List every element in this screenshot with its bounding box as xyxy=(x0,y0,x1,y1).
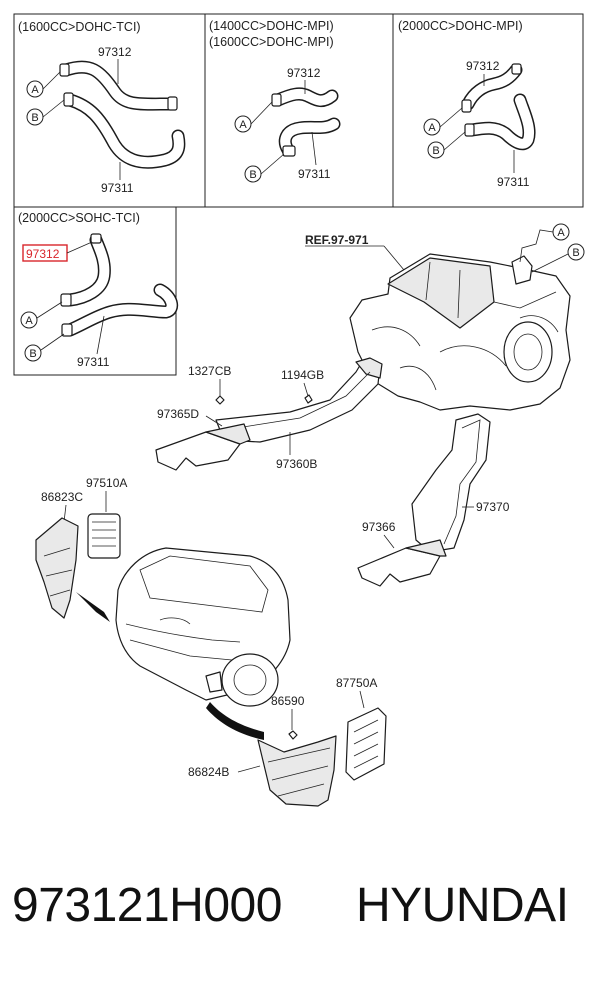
marker-b: B xyxy=(29,348,36,360)
label-1327cb: 1327CB xyxy=(188,364,231,378)
mud-guard-86824b[interactable] xyxy=(257,735,337,807)
marker-b: B xyxy=(249,169,256,181)
marker-b: B xyxy=(572,247,579,259)
hose-set-1600-tci[interactable] xyxy=(59,60,186,169)
part-number: 973121H000 xyxy=(12,879,282,932)
marker-a: A xyxy=(557,227,565,239)
rear-duct-97360b[interactable] xyxy=(215,357,383,443)
callout-97312-mpi: 97312 xyxy=(287,66,321,80)
marker-b: B xyxy=(432,145,439,157)
callout-97311-mpi: 97311 xyxy=(298,167,331,181)
callout-97312: 97312 xyxy=(98,45,132,59)
callout-97311-2000: 97311 xyxy=(497,175,530,189)
marker-a: A xyxy=(239,119,247,131)
engine-variant-panels xyxy=(13,13,584,376)
vent-87750a[interactable] xyxy=(345,707,387,781)
vehicle-illustration xyxy=(115,547,291,707)
marker-a: A xyxy=(428,122,436,134)
marker-a: A xyxy=(25,315,33,327)
callout-97312-highlighted[interactable]: 97312 xyxy=(26,247,60,261)
marker-a: A xyxy=(31,84,39,96)
label-97510a: 97510A xyxy=(86,476,127,490)
label-97365d: 97365D xyxy=(157,407,199,421)
marker-b: B xyxy=(31,112,38,124)
callout-97311-sohc: 97311 xyxy=(77,355,110,369)
label-97360b: 97360B xyxy=(276,457,317,471)
pointer-arrow-left xyxy=(76,592,110,622)
panel-header-1600-mpi: (1600CC>DOHC-MPI) xyxy=(209,35,334,49)
mud-guard-86823c[interactable] xyxy=(35,517,79,619)
callout-97312-2000: 97312 xyxy=(466,59,500,73)
rear-vent-97365d[interactable] xyxy=(155,423,251,471)
callout-97311: 97311 xyxy=(101,181,134,195)
heater-unit[interactable] xyxy=(349,253,571,411)
ref-label: REF.97-971 xyxy=(305,233,369,247)
label-97366: 97366 xyxy=(362,520,396,534)
hose-set-1400-1600-mpi[interactable] xyxy=(271,87,341,157)
panel-header-1400-mpi: (1400CC>DOHC-MPI) xyxy=(209,19,334,33)
label-86823c: 86823C xyxy=(41,490,83,504)
hose-set-2000-mpi[interactable] xyxy=(461,63,536,151)
hose-set-2000-sohc-tci[interactable] xyxy=(60,233,179,337)
label-87750a: 87750A xyxy=(336,676,377,690)
pointer-arrow-right xyxy=(206,702,264,740)
panel-header-2000-mpi: (2000CC>DOHC-MPI) xyxy=(398,19,523,33)
vent-grille-97510a[interactable] xyxy=(87,513,121,559)
label-86590: 86590 xyxy=(271,694,305,708)
label-1194gb: 1194GB xyxy=(281,368,324,382)
floor-duct-97370[interactable] xyxy=(411,413,491,553)
floor-vent-97366[interactable] xyxy=(357,539,447,587)
panel-header-1600-tci: (1600CC>DOHC-TCI) xyxy=(18,20,141,34)
label-86824b: 86824B xyxy=(188,765,229,779)
panel-header-2000-sohc-tci: (2000CC>SOHC-TCI) xyxy=(18,211,140,225)
label-97370: 97370 xyxy=(476,500,510,514)
brand-name: HYUNDAI xyxy=(356,879,569,932)
parts-diagram: (1600CC>DOHC-TCI) (1400CC>DOHC-MPI) (160… xyxy=(13,13,585,807)
part-caption: 973121H000 HYUNDAI xyxy=(0,878,600,948)
